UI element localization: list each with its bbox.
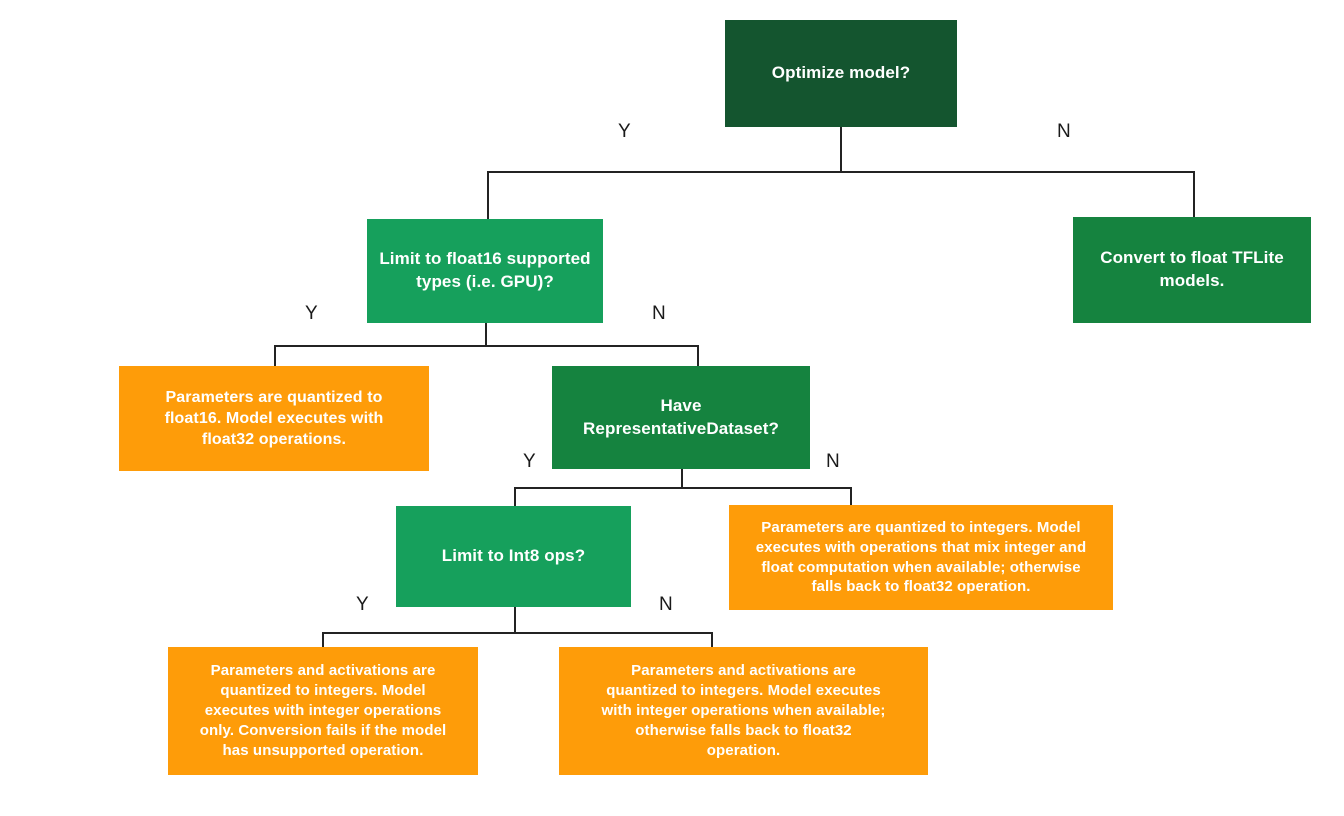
connector-e-int8-to-only <box>322 632 324 648</box>
node-label-convert-float-tflite: Convert to float TFLite models. <box>1100 248 1284 290</box>
connector-e-f16-to-params <box>274 345 276 367</box>
node-label-limit-int8-ops: Limit to Int8 ops? <box>441 546 586 566</box>
node-limit-int8-ops[interactable]: Limit to Int8 ops? <box>396 506 631 607</box>
node-optimize-model[interactable]: Optimize model? <box>725 20 957 127</box>
node-label-params-float16: Parameters are quantized to float16. Mod… <box>164 388 384 449</box>
connector-e-f16-stem <box>485 323 487 346</box>
connector-e-root-to-convert <box>1193 171 1195 218</box>
node-limit-float16[interactable]: Limit to float16 supported types (i.e. G… <box>367 219 603 323</box>
branch-label-b4-yes: Y <box>356 594 369 615</box>
node-label-limit-float16: Limit to float16 supported types (i.e. G… <box>379 249 591 291</box>
node-params-int-only[interactable]: Parameters and activations are quantized… <box>168 647 478 775</box>
connector-e-int8-stem <box>514 607 516 633</box>
node-have-representative-dataset[interactable]: Have RepresentativeDataset? <box>552 366 810 469</box>
connector-e-root-to-float16 <box>487 171 489 220</box>
node-convert-float-tflite[interactable]: Convert to float TFLite models. <box>1073 217 1311 323</box>
node-label-have-representative-dataset: Have RepresentativeDataset? <box>583 395 779 438</box>
connector-e-repds-bus <box>514 487 852 489</box>
node-label-params-int-fallback: Parameters and activations are quantized… <box>601 662 886 759</box>
branch-label-b4-no: N <box>659 594 673 615</box>
branch-label-b1-yes: Y <box>618 121 631 142</box>
connector-e-f16-bus <box>274 345 699 347</box>
connector-e-int8-bus <box>322 632 713 634</box>
node-label-params-int-mixed: Parameters are quantized to integers. Mo… <box>755 518 1087 596</box>
connector-e-int8-to-fallbk <box>711 632 713 648</box>
node-params-float16[interactable]: Parameters are quantized to float16. Mod… <box>119 366 429 471</box>
node-params-int-fallback[interactable]: Parameters and activations are quantized… <box>559 647 928 775</box>
connector-e-repds-to-int8 <box>514 487 516 507</box>
connector-e-repds-to-mixed <box>850 487 852 506</box>
node-label-params-int-only: Parameters and activations are quantized… <box>199 662 447 759</box>
node-params-int-mixed[interactable]: Parameters are quantized to integers. Mo… <box>729 505 1113 610</box>
connector-e-f16-to-repds <box>697 345 699 367</box>
branch-label-b3-no: N <box>826 451 840 472</box>
branch-label-b2-yes: Y <box>305 303 318 324</box>
connector-e-root-bus <box>487 171 1195 173</box>
branch-label-b1-no: N <box>1057 121 1071 142</box>
branch-label-b3-yes: Y <box>523 451 536 472</box>
connector-e-root-stem <box>840 127 842 172</box>
connector-e-repds-stem <box>681 469 683 488</box>
branch-label-b2-no: N <box>652 303 666 324</box>
node-label-optimize-model: Optimize model? <box>771 63 911 83</box>
